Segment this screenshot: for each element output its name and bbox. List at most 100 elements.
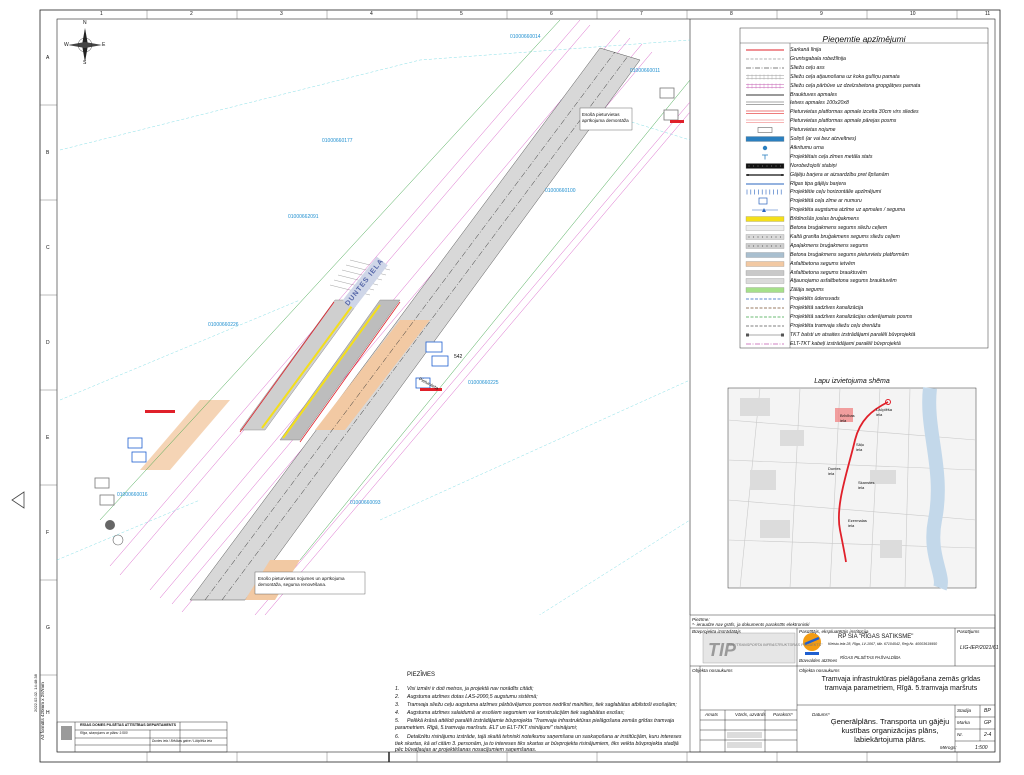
legend-symbol-icon	[746, 49, 784, 51]
legend-item-label: Apaļakmens bruģakmens segums	[790, 242, 869, 249]
legend-item: ELT-TKT kabeļi izstrādājami paralēli būv…	[740, 340, 988, 348]
map-label: Skanstes iela	[858, 480, 875, 490]
grid-number: 2	[190, 11, 193, 17]
legend-item: Norobežojoši stabiņi	[740, 162, 988, 170]
legend-item: Projektētais ceļa zīmes metāla stats	[740, 153, 988, 161]
legend-symbol-icon	[746, 307, 784, 309]
col-datums: Datums*	[812, 712, 830, 717]
note-1: 1.Visi izmēri ir doti metros, ja projekt…	[395, 686, 534, 692]
parcel-id: 01000660225	[468, 380, 499, 386]
legend-item-label: Atkritumu urna	[790, 144, 824, 151]
grid-number: 5	[460, 11, 463, 17]
legend-symbol-icon	[746, 83, 784, 89]
legend-item: Brauktuves apmales	[740, 91, 988, 99]
legend-symbol-icon	[745, 216, 785, 222]
legend-symbol-icon	[746, 298, 784, 300]
parcel-id: 01000662091	[288, 214, 319, 220]
note-4: 4.Augstuma atzīmes salaidumā ar esošiem …	[395, 710, 625, 716]
legend-symbol-icon	[746, 119, 784, 124]
legend-item: Brīdinošās joslas bruģakmens	[740, 215, 988, 223]
legend-item-label: Sliežu ceļa pārbūve uz dzelzsbetona grop…	[790, 82, 921, 89]
legend-symbol-icon	[752, 208, 778, 213]
grid-number: 11	[985, 11, 991, 17]
legend-item: Betona bruģakmens segums sliežu ceļiem	[740, 224, 988, 232]
legend-symbol-icon	[758, 197, 768, 205]
legend-item-label: Projektētā sadzīves kanalizācijas oderēj…	[790, 314, 913, 320]
legend-item: Projektētā sadzīves kanalizācijas oderēj…	[740, 313, 988, 321]
stamp-org: RĪGAS DOMES PILSĒTAS ATTĪSTĪBAS DEPARTAM…	[80, 723, 177, 727]
sheet-inner-frame	[56, 18, 996, 753]
sheet-outer-frame	[39, 9, 1001, 763]
legend-symbol-icon	[746, 343, 784, 345]
client-address: Kleistu iela 28, Rīga, LV-1067, tālr. 67…	[828, 642, 938, 646]
notes-title: PIEZĪMES	[407, 672, 436, 678]
compass-e: E	[102, 42, 106, 48]
page-nav-arrow-icon[interactable]	[11, 491, 25, 509]
legend-symbol-icon	[745, 260, 785, 267]
callout-demolition-top: Esošā pieturvietas aprīkojuma demontāža	[582, 112, 629, 123]
legend-symbol-icon	[757, 127, 773, 133]
compass-icon	[68, 28, 102, 62]
legend-item-label: Projektēts ūdensvads	[790, 296, 840, 303]
sheet-title: Ģenerālplāns. Transporta un gājēju kustī…	[830, 717, 950, 744]
legend-item: Rīgas tipa gājēju barjera	[740, 180, 988, 188]
object-label: Objekta nosaukums	[799, 668, 840, 673]
designer-label: Būvprojekta izstrādātājs	[692, 629, 741, 634]
legend-title: Pieņemtie apzīmējumi	[822, 34, 906, 44]
legend-item-label: Atjaunojamo asfaltbetona segums brauktuv…	[790, 278, 897, 285]
legend-item: Sarkanā līnija	[740, 46, 988, 54]
legend-item: Apaļakmens bruģakmens segums	[740, 242, 988, 250]
map-label: Duntes iela	[828, 466, 841, 476]
parcel-id: 01000660014	[510, 34, 541, 40]
grid-letter: A	[46, 55, 50, 61]
grid-letter: E	[46, 435, 50, 441]
legend-item-label: Zālāja segums	[790, 287, 824, 294]
grid-number: 8	[730, 11, 733, 17]
legend-symbol-icon	[745, 225, 785, 231]
parcel-id: 01000660016	[117, 492, 148, 498]
piezime-text: *- ieraudze nav grāfs, ja dokuments para…	[692, 622, 810, 627]
doc-number: LIG-IEP/2021/61	[960, 645, 999, 651]
object-name: Tramvaja infrastruktūras pielāgošana zem…	[821, 676, 981, 692]
legend-item-label: Asfaltbetona segums ietvēm	[790, 260, 856, 267]
location-map	[727, 387, 977, 591]
legend-item-label: Projektēta augstuma atzīme uz apmales / …	[790, 207, 906, 214]
legend-item: Pieturvietas platformas apmale izcelta 3…	[740, 108, 988, 116]
object-label-left: Objekta nosaukums	[692, 668, 733, 673]
legend-item: Soliņš (ar vai bez atzveltnes)	[740, 135, 988, 143]
grid-letter: C	[46, 245, 50, 251]
approval-authority: RĪGAS PILSĒTAS PAŠVALDĪBA	[840, 655, 901, 660]
doc-number-label: Pasūtījums	[957, 629, 980, 634]
legend-item-label: Gājēju barjera ar aizsardzību pret līpša…	[790, 171, 889, 178]
legend-item-label: Gruntsgabala robežlīnija	[790, 55, 846, 62]
legend-symbol-icon	[746, 94, 784, 95]
legend-symbol-icon	[746, 316, 784, 318]
legend-item-label: Projektētie ceļu horizontālie apzīmējumi	[790, 189, 882, 196]
legend-symbol-icon	[746, 333, 784, 337]
grid-number: 1	[100, 11, 103, 17]
legend-symbol-icon	[762, 154, 768, 160]
legend-item: Kaltā granīta bruģakmens segums sliežu c…	[740, 233, 988, 241]
note-3: 3.Tramvaja sliežu ceļu augstuma atzīmes …	[395, 702, 677, 708]
compass-w: W	[64, 42, 69, 48]
col-paraksts: Paraksts*	[773, 712, 793, 717]
svg-text:TIP: TIP	[708, 640, 737, 660]
legend-symbol-icon	[745, 234, 785, 240]
legend-item: Pieturvietas platformas apmale pārejas p…	[740, 117, 988, 125]
map-label: Sāļu iela	[856, 442, 865, 452]
grid-letter: G	[46, 625, 50, 631]
plan-drawing	[57, 19, 690, 615]
legend-item-label: Sarkanā līnija	[790, 47, 822, 53]
parcel-id: 01000660100	[545, 188, 576, 194]
parcel-id: 01000660011	[630, 68, 661, 74]
legend-symbol-icon	[746, 58, 784, 60]
legend-item-label: Soliņš (ar vai bez atzveltnes)	[790, 136, 857, 142]
title-block-frame	[56, 614, 996, 753]
note-2: 2.Augstuma atzīmes dotas LAS-2000,5 augs…	[395, 694, 538, 700]
map-label: Lāčplēša iela	[876, 407, 893, 417]
grid-letter: H	[46, 710, 50, 716]
legend-item-label: Brīdinošās joslas bruģakmens	[790, 216, 859, 223]
note-6: 6.Detalizētu risinājumu izstrāde, tajā s…	[395, 734, 682, 754]
note-5: 5.Pelēkā krāsā attēloti paralēli izstrād…	[395, 718, 675, 731]
